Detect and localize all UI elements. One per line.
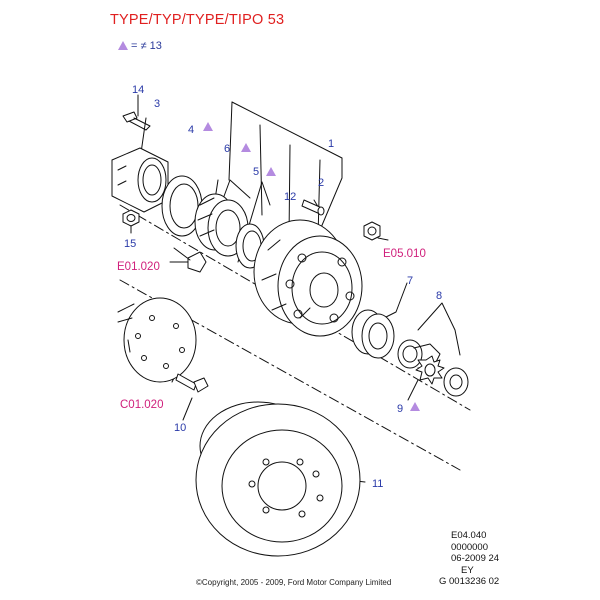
leader-8 (417, 302, 461, 356)
triangle-icon (203, 122, 213, 131)
callout-11: 11 (372, 478, 383, 490)
ref-c01-020: C01.020 (120, 399, 163, 411)
triangle-icon (241, 143, 251, 152)
triangle-icon (410, 402, 420, 411)
nut-15 (122, 209, 140, 227)
ref-e05-010: E05.010 (383, 248, 426, 260)
drawing-codes: E04.040 0000000 06-2009 24 EY G 0013236 … (439, 530, 500, 588)
code-line: G 0013236 02 (439, 576, 500, 588)
callout-7: 7 (407, 275, 413, 287)
lockwasher-9 (415, 355, 445, 385)
callout-15: 15 (124, 238, 136, 250)
leader-10 (182, 397, 193, 421)
sensor-e01 (173, 247, 207, 273)
code-line: 0000000 (451, 541, 488, 553)
callout-1: 1 (328, 138, 334, 150)
bracket-3 (111, 147, 169, 213)
callout-5: 5 (253, 166, 259, 178)
callout-6: 6 (224, 143, 230, 155)
triangle-markers (203, 122, 420, 411)
leader-e05 (377, 237, 389, 241)
callout-12: 12 (284, 191, 296, 203)
triangle-icon (118, 41, 128, 50)
code-line: E04.040 (451, 530, 487, 541)
hub-1 (253, 219, 363, 337)
ref-e01-020: E01.020 (117, 261, 160, 273)
leader-7 (383, 282, 408, 319)
callout-4: 4 (188, 124, 194, 136)
bolt-10 (175, 373, 209, 393)
backing-plate-c01 (117, 297, 197, 383)
bearing-7 (351, 309, 395, 359)
callout-8: 8 (436, 290, 442, 302)
nut-e05 (363, 221, 381, 241)
callout-10: 10 (174, 422, 186, 434)
triangle-icon (266, 167, 276, 176)
stud-2 (301, 199, 325, 216)
leader-9 (407, 379, 419, 401)
code-line: 06-2009 24 (451, 553, 500, 565)
locknut-8 (397, 339, 469, 397)
triangle-note-text: = ≠ 13 (131, 40, 162, 52)
code-line: EY (461, 564, 474, 576)
triangle-note: = ≠ 13 (118, 40, 162, 52)
bolt-14 (122, 111, 151, 131)
callout-2: 2 (318, 177, 324, 189)
callout-3: 3 (154, 98, 160, 110)
brake-drum-11 (195, 401, 361, 557)
callout-14: 14 (132, 84, 144, 96)
callout-9: 9 (397, 403, 403, 415)
diagram-title: TYPE/TYP/TYPE/TIPO 53 (110, 12, 285, 28)
copyright: ©Copyright, 2005 - 2009, Ford Motor Comp… (196, 578, 392, 587)
bearing-6 (194, 193, 249, 257)
leader-1 (231, 101, 343, 231)
seal-4 (161, 175, 203, 237)
